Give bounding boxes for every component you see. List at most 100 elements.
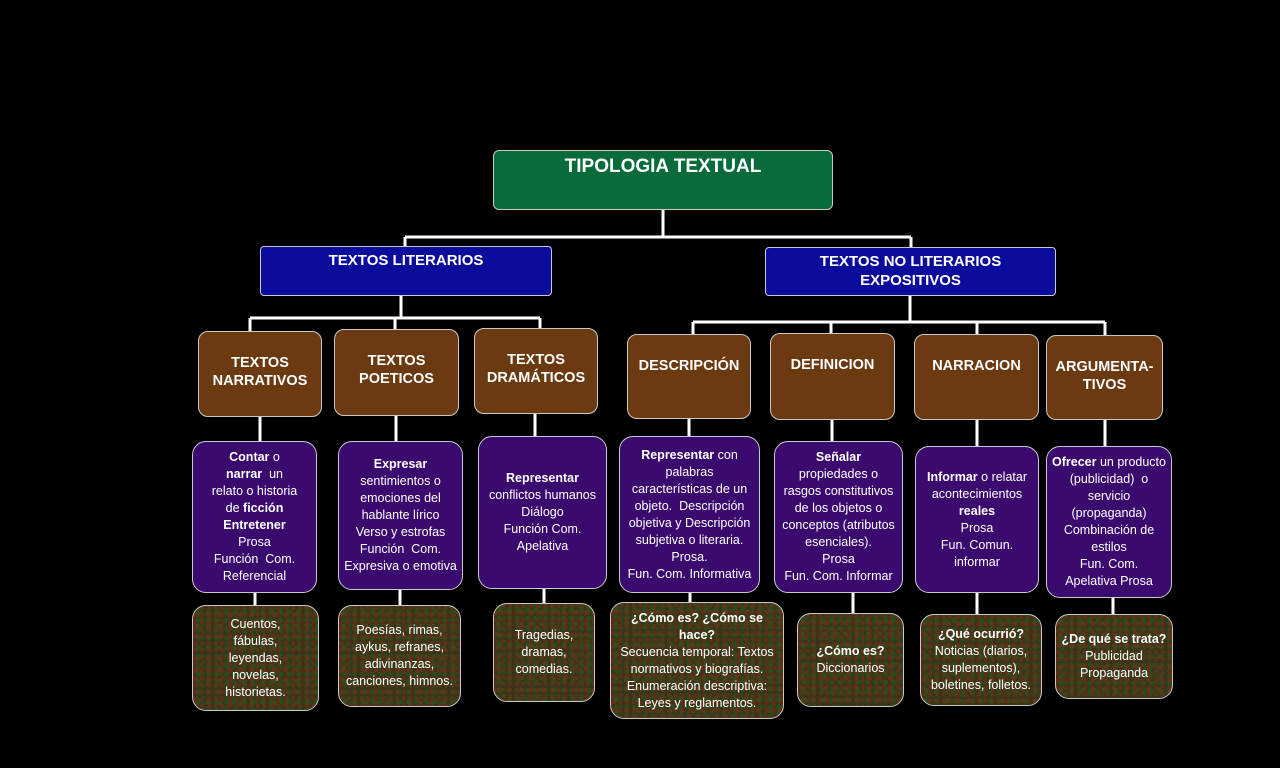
text-segment: rasgos constitutivos: [783, 484, 894, 498]
text-line: informar: [954, 554, 1000, 571]
text-line: suplementos),: [942, 660, 1021, 677]
text-segment: Apelativa Prosa: [1065, 574, 1153, 588]
text-line: hace?: [679, 627, 715, 644]
text-line: Apelativa Prosa: [1065, 573, 1153, 590]
text-line: Diálogo: [521, 504, 563, 521]
text-line: objetiva y Descripción: [629, 515, 751, 532]
text-segment: comedias.: [515, 662, 573, 676]
text-segment: Prosa: [822, 552, 855, 566]
text-line: emociones del: [360, 490, 441, 507]
text-line: Señalar: [816, 449, 861, 466]
text-segment: Diálogo: [521, 505, 564, 519]
bold-text: ¿De qué se trata?: [1061, 632, 1167, 646]
type-textos-narrativos: TEXTOS NARRATIVOS: [198, 331, 322, 417]
text-segment: canciones, himnos.: [345, 674, 453, 688]
type-textos-poeticos: TEXTOS POETICOS: [334, 329, 459, 416]
text-segment: Verso y estrofas: [355, 525, 446, 539]
text-line: Verso y estrofas: [356, 524, 446, 541]
type-narracion: NARRACION: [914, 334, 1039, 420]
text-segment: normativos y biografías.: [630, 661, 764, 676]
text-line: Prosa: [238, 534, 271, 551]
text-line: esenciales).: [805, 534, 872, 551]
text-segment: con: [714, 447, 738, 462]
text-line: Fun. Com. Informativa: [628, 566, 752, 583]
text-line: características de un: [632, 481, 747, 498]
text-segment: novelas,: [232, 667, 279, 682]
text-line: leyendas,: [229, 650, 283, 667]
text-line: Enumeración descriptiva:: [627, 678, 767, 695]
text-line: Expresiva o emotiva: [344, 558, 457, 575]
text-line: Función Com.: [214, 551, 295, 568]
text-line: ¿Cómo es?: [816, 643, 884, 660]
text-segment: informar: [954, 554, 1000, 569]
text-line: Cuentos,: [230, 616, 280, 633]
text-segment: Fun. Com. Informar: [784, 569, 893, 583]
text-segment: suplementos),: [941, 661, 1021, 675]
text-line: Publicidad: [1085, 648, 1143, 665]
bold-text: hace?: [678, 627, 716, 642]
category-textos-literarios: TEXTOS LITERARIOS: [260, 246, 552, 296]
text-line: conflictos humanos: [489, 487, 596, 504]
text-line: Representar con: [641, 447, 738, 464]
node-label-line: TEXTOS: [367, 353, 426, 369]
bold-text: Representar: [506, 471, 579, 485]
text-segment: objeto. Descripción: [634, 498, 745, 513]
text-line: de ficción: [226, 500, 284, 517]
node-label-line: DESCRIPCIÓN: [638, 358, 740, 374]
text-segment: Cuentos,: [230, 616, 281, 631]
text-line: narrar un: [226, 466, 283, 483]
examples-dramaticos: Tragedias,dramas,comedias.: [493, 603, 595, 702]
text-line: palabras: [666, 464, 714, 481]
node-label-line: NARRATIVOS: [212, 373, 308, 389]
type-descripcion: DESCRIPCIÓN: [627, 334, 751, 419]
text-line: novelas,: [232, 667, 279, 684]
text-line: de los objetos o: [795, 500, 883, 517]
text-line: Prosa.: [671, 549, 707, 566]
text-segment: objetiva y Descripción: [628, 515, 751, 530]
text-line: Entretener: [223, 517, 286, 534]
node-label-line: POETICOS: [359, 371, 434, 387]
text-segment: fábulas,: [233, 633, 278, 648]
text-line: historietas.: [225, 684, 285, 701]
node-label-line: TEXTOS LITERARIOS: [328, 252, 484, 269]
text-line: Ofrecer un producto: [1052, 454, 1166, 471]
text-segment: Fun. Com.: [1079, 557, 1139, 571]
text-line: Fun. Comun.: [941, 537, 1013, 554]
text-line: dramas,: [521, 644, 566, 661]
text-line: Propaganda: [1080, 665, 1148, 682]
text-line: normativos y biografías.: [631, 661, 764, 678]
text-line: Noticias (diarios,: [935, 643, 1027, 660]
text-segment: Función Com.: [213, 552, 296, 566]
node-label-line: TEXTOS: [231, 355, 289, 371]
text-line: sentimientos o: [360, 473, 441, 490]
text-line: Apelativa: [517, 538, 568, 555]
text-line: Fun. Com.: [1080, 556, 1138, 573]
bold-text: Expresar: [373, 457, 428, 471]
text-line: (propaganda): [1071, 505, 1146, 522]
text-segment: Propaganda: [1079, 666, 1149, 680]
bold-text: Informar: [926, 469, 978, 484]
text-segment: Combinación de: [1063, 523, 1155, 537]
text-line: acontecimientos: [932, 486, 1022, 503]
text-line: ¿Cómo es? ¿Cómo se: [631, 610, 763, 627]
node-label-line: TEXTOS NO LITERARIOS: [819, 253, 1002, 270]
text-segment: acontecimientos: [931, 486, 1023, 501]
text-line: Secuencia temporal: Textos: [620, 644, 773, 661]
text-segment: subjetiva o literaria.: [635, 532, 744, 547]
bold-text: Entretener: [223, 518, 286, 532]
text-segment: boletines, folletos.: [930, 678, 1032, 692]
text-line: adivinanzas,: [365, 656, 435, 673]
text-line: comedias.: [516, 661, 573, 678]
text-segment: sentimientos o: [360, 474, 441, 488]
text-segment: Prosa: [238, 535, 271, 549]
text-line: Representar: [506, 470, 579, 487]
text-segment: conceptos (atributos: [782, 518, 895, 532]
